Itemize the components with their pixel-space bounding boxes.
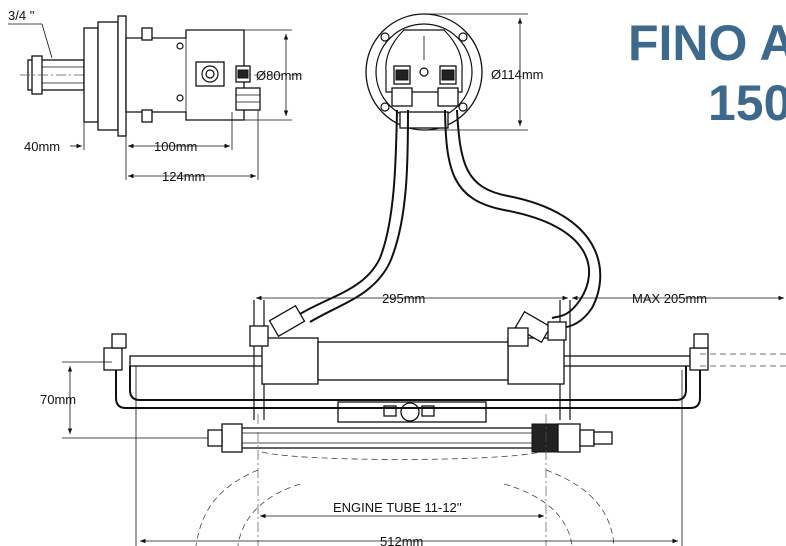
- helm-front-view: Ø114mm: [365, 13, 544, 131]
- helm-flange: [97, 21, 119, 131]
- dim-124-label: 124mm: [162, 169, 205, 184]
- cylinder-end-left: [261, 337, 319, 385]
- flange-plate: [117, 15, 127, 137]
- product-title: FINO A / 150: [628, 15, 786, 131]
- dim-40-label: 40mm: [24, 139, 60, 154]
- hydraulic-hoses: [299, 109, 602, 329]
- dia-114-label: Ø114mm: [491, 67, 544, 82]
- helm-front-body: [385, 29, 463, 93]
- frame-fitting-left: [103, 347, 123, 371]
- dim-max205-label: MAX 205mm: [632, 291, 707, 306]
- cylinder-fitting-left: [268, 304, 306, 338]
- engine-tube-label: ENGINE TUBE 11-12'': [333, 500, 462, 515]
- title-line-2: 150: [708, 75, 786, 131]
- thread-size-label: 3/4 '': [8, 8, 35, 23]
- port-fitting-lower: [235, 87, 261, 111]
- engine-tube-rod: [239, 427, 561, 449]
- rod-nut-left: [221, 423, 243, 453]
- helm-side-view: 3/4 '' Ø80mm 40mm 100mm 124mm: [8, 8, 302, 184]
- dim-70-label: 70mm: [40, 392, 76, 407]
- dim-512-label: 512mm: [380, 534, 423, 546]
- helm-bezel: [83, 27, 99, 123]
- title-line-1: FINO A /: [628, 15, 786, 71]
- frame-fitting-right: [689, 347, 709, 371]
- cylinder-tube: [317, 341, 509, 381]
- dia-80-label: Ø80mm: [256, 68, 302, 83]
- dim-295-label: 295mm: [382, 291, 425, 306]
- dim-100-label: 100mm: [154, 139, 197, 154]
- cylinder-dimensions: 295mm MAX 205mm 70mm ENGINE TUBE 11-12''…: [40, 291, 784, 546]
- steering-cylinder: [103, 300, 786, 546]
- helm-body: [125, 29, 245, 121]
- rod-nut-right: [531, 423, 559, 453]
- helm-front-base: [399, 111, 449, 129]
